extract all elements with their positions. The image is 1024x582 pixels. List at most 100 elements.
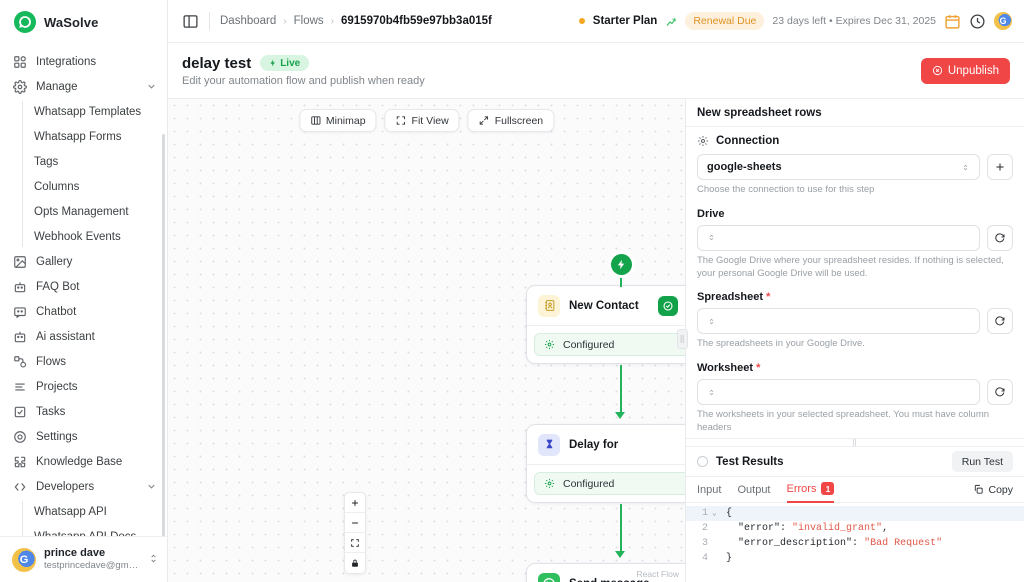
projects-icon: [13, 380, 27, 394]
panel-toggle-icon[interactable]: [182, 13, 199, 30]
connection-row: google-sheets: [697, 154, 1013, 180]
breadcrumb-flows[interactable]: Flows: [294, 15, 324, 27]
sidebar-scrollbar[interactable]: [162, 134, 165, 536]
sidebar-item-label: Gallery: [36, 256, 157, 268]
spreadsheet-refresh-button[interactable]: [987, 308, 1013, 334]
trigger-node[interactable]: [611, 254, 632, 275]
line-number: 1: [686, 506, 712, 521]
sidebar-item-integrations[interactable]: Integrations: [0, 49, 167, 74]
drive-refresh-button[interactable]: [987, 225, 1013, 251]
sidebar-item-label: Knowledge Base: [36, 456, 157, 468]
sidebar-item-flows[interactable]: Flows: [0, 349, 167, 374]
hourglass-icon: [538, 434, 560, 456]
zoom-out-icon[interactable]: [345, 513, 365, 533]
react-flow-attribution[interactable]: React Flow: [636, 569, 679, 579]
required-marker: *: [766, 291, 770, 303]
chevron-up-down-icon: [961, 161, 970, 174]
sidebar-subitem-whatsapp-api[interactable]: Whatsapp API: [34, 499, 167, 524]
refresh-icon: [994, 386, 1006, 398]
flow-edge-arrow: [615, 412, 625, 419]
flow-node-delay-for[interactable]: Delay for ••• Configured: [526, 424, 685, 503]
code-line: 2 "error": "invalid_grant",: [686, 521, 1024, 536]
panel-scroll-area: Connection google-sheets Choose the conn…: [686, 127, 1024, 438]
sidebar-subitem-whatsapp-templates[interactable]: Whatsapp Templates: [34, 99, 167, 124]
connection-select[interactable]: google-sheets: [697, 154, 980, 180]
gear-icon: [544, 339, 555, 350]
run-test-button[interactable]: Run Test: [952, 451, 1013, 472]
worksheet-help: The worksheets in your selected spreadsh…: [697, 409, 1013, 435]
fullscreen-label: Fullscreen: [495, 115, 543, 127]
node-title: New Contact: [569, 300, 649, 312]
sidebar-item-cutoff[interactable]: [0, 42, 167, 49]
test-results-header: Test Results Run Test: [686, 447, 1024, 477]
node-check-icon: [658, 296, 678, 316]
sidebar-user-box[interactable]: G prince dave testprincedave@gmail.c...: [0, 536, 167, 582]
code-text: }: [721, 551, 732, 566]
drive-field: Drive The Google Drive where your spread…: [697, 208, 1013, 281]
copy-label: Copy: [988, 484, 1013, 496]
sidebar-subitem-webhook-events[interactable]: Webhook Events: [34, 224, 167, 249]
sidebar-subitem-tags[interactable]: Tags: [34, 149, 167, 174]
sidebar-item-label: Developers: [36, 481, 137, 493]
flow-canvas[interactable]: Minimap Fit View Fullscreen: [168, 99, 685, 582]
lightning-bolt-icon: [616, 259, 627, 270]
tab-output[interactable]: Output: [737, 477, 770, 503]
calendar-icon[interactable]: [944, 13, 961, 30]
error-code-viewer[interactable]: 1⌄{ 2 "error": "invalid_grant", 3 "error…: [686, 503, 1024, 582]
page-titlebar: delay test Live Edit your automation flo…: [168, 43, 1024, 99]
tab-errors[interactable]: Errors 1: [787, 477, 835, 503]
minimap-button[interactable]: Minimap: [299, 109, 377, 132]
sidebar-item-knowledge-base[interactable]: Knowledge Base: [0, 449, 167, 474]
panel-resize-handle[interactable]: ⣿: [677, 329, 688, 349]
fit-view-icon[interactable]: [345, 533, 365, 553]
brand[interactable]: WaSolve: [0, 0, 167, 42]
copy-button[interactable]: Copy: [973, 484, 1013, 496]
node-header: Delay for •••: [527, 425, 685, 464]
sidebar-item-chatbot[interactable]: Chatbot: [0, 299, 167, 324]
clock-icon[interactable]: [969, 13, 986, 30]
sidebar-item-gallery[interactable]: Gallery: [0, 249, 167, 274]
unpublish-button[interactable]: Unpublish: [921, 58, 1010, 84]
lock-icon[interactable]: [345, 553, 365, 573]
flow-graph: New Contact ••• Configured: [168, 99, 685, 582]
breadcrumb-separator: ›: [283, 16, 286, 27]
zoom-in-icon[interactable]: [345, 493, 365, 513]
status-badge-label: Live: [280, 58, 300, 69]
sidebar-subitem-columns[interactable]: Columns: [34, 174, 167, 199]
drive-select[interactable]: [697, 225, 980, 251]
sidebar-item-projects[interactable]: Projects: [0, 374, 167, 399]
line-number: 3: [686, 536, 712, 551]
flow-node-new-contact[interactable]: New Contact ••• Configured: [526, 285, 685, 364]
sidebar-subitem-opts-management[interactable]: Opts Management: [34, 199, 167, 224]
error-count-badge: 1: [821, 482, 834, 495]
sidebar-subitem-whatsapp-api-docs[interactable]: Whatsapp API Docs: [34, 524, 167, 536]
sidebar-item-settings[interactable]: Settings: [0, 424, 167, 449]
worksheet-select[interactable]: [697, 379, 980, 405]
plan-status-dot: [579, 18, 585, 24]
code-icon: [13, 480, 27, 494]
sidebar-item-tasks[interactable]: Tasks: [0, 399, 167, 424]
chevron-up-down-icon[interactable]: [148, 551, 159, 569]
spreadsheet-field: Spreadsheet * The spreadsheets in your G…: [697, 291, 1013, 351]
tab-input[interactable]: Input: [697, 477, 721, 503]
sidebar-item-faq-bot[interactable]: FAQ Bot: [0, 274, 167, 299]
sidebar-item-label: Flows: [36, 356, 157, 368]
spreadsheet-help: The spreadsheets in your Google Drive.: [697, 338, 1013, 351]
breadcrumb-dashboard[interactable]: Dashboard: [220, 15, 276, 27]
fold-toggle-icon[interactable]: ⌄: [712, 506, 721, 521]
worksheet-refresh-button[interactable]: [987, 379, 1013, 405]
topbar-avatar[interactable]: G: [994, 12, 1012, 30]
sidebar-item-manage[interactable]: Manage: [0, 74, 167, 99]
fullscreen-button[interactable]: Fullscreen: [468, 109, 554, 132]
sidebar-item-developers[interactable]: Developers: [0, 474, 167, 499]
spreadsheet-select[interactable]: [697, 308, 980, 334]
fit-view-button[interactable]: Fit View: [385, 109, 460, 132]
main-area: Dashboard › Flows › 6915970b4fb59e97bb3a…: [168, 0, 1024, 582]
sidebar-item-ai-assistant[interactable]: Ai assistant: [0, 324, 167, 349]
add-connection-button[interactable]: [987, 154, 1013, 180]
sidebar-subitem-whatsapp-forms[interactable]: Whatsapp Forms: [34, 124, 167, 149]
page-title: delay test: [182, 55, 251, 72]
avatar: G: [12, 548, 36, 572]
sidebar-item-label: FAQ Bot: [36, 281, 157, 293]
results-resize-handle[interactable]: ⣿: [686, 438, 1024, 446]
